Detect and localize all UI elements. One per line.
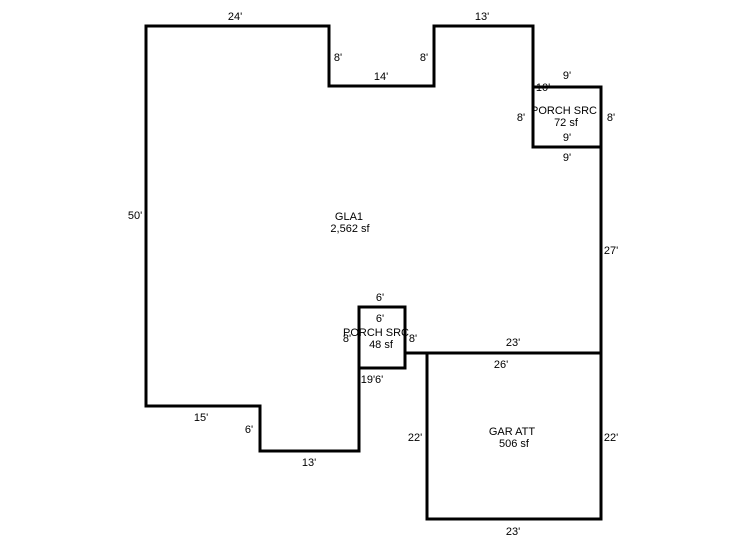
dim-gla-notch-left: 8' <box>334 52 342 64</box>
garage-name: GAR ATT <box>489 426 536 438</box>
garage-size: 506 sf <box>499 438 530 450</box>
porch-lower-size: 48 sf <box>369 339 394 351</box>
porch-lower-name: PORCH SRC <box>343 327 409 339</box>
dim-gla-top-right: 13' <box>475 11 489 23</box>
porch-upper-name: PORCH SRC <box>531 105 597 117</box>
dim-porch-upper-right: 8' <box>607 112 615 124</box>
dim-porch-lower-left: 8' <box>343 333 351 345</box>
porch-upper-size: 72 sf <box>554 117 579 129</box>
gla1-size: 2,562 sf <box>330 223 370 235</box>
dim-gla-left: 50' <box>128 210 142 222</box>
dim-gla-bottom-rise: 19'6' <box>361 374 384 386</box>
porch-lower-outline <box>357 305 407 370</box>
dim-garage-right: 22' <box>604 432 618 444</box>
dim-porch-lower-top: 6' <box>376 292 384 304</box>
dim-gla-bottom-mid: 13' <box>302 457 316 469</box>
dim-porch-upper-bottom: 9' <box>563 152 571 164</box>
dim-porch-upper-inner-bottom: 9' <box>563 132 571 144</box>
dim-gla-notch-bottom: 14' <box>374 71 388 83</box>
dim-gla-above-garage: 23' <box>506 337 520 349</box>
dim-porch-lower-inner-top: 6' <box>376 313 384 325</box>
dim-gla-bottom-left: 15' <box>194 412 208 424</box>
dim-porch-upper-left: 8' <box>517 112 525 124</box>
dim-porch-lower-right: 8' <box>409 333 417 345</box>
dim-porch-upper-inner-top: 10' <box>536 82 550 94</box>
garage-outline <box>425 351 603 521</box>
gla1-name: GLA1 <box>335 211 363 223</box>
dim-garage-top: 26' <box>494 359 508 371</box>
dim-gla-notch-right: 8' <box>420 52 428 64</box>
dim-porch-upper-top: 9' <box>563 70 571 82</box>
porch-upper-outline <box>531 85 603 149</box>
dim-garage-left: 22' <box>408 432 422 444</box>
dim-gla-right: 27' <box>604 245 618 257</box>
dim-garage-bottom: 23' <box>506 526 520 538</box>
dim-gla-top-left: 24' <box>228 11 242 23</box>
dim-gla-bottom-step: 6' <box>245 424 253 436</box>
